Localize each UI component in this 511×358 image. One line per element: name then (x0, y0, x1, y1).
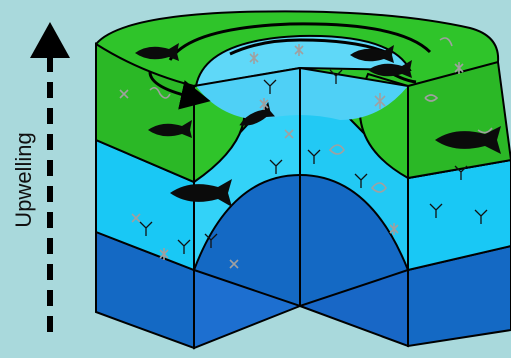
upwelling-label: Upwelling (11, 132, 37, 227)
